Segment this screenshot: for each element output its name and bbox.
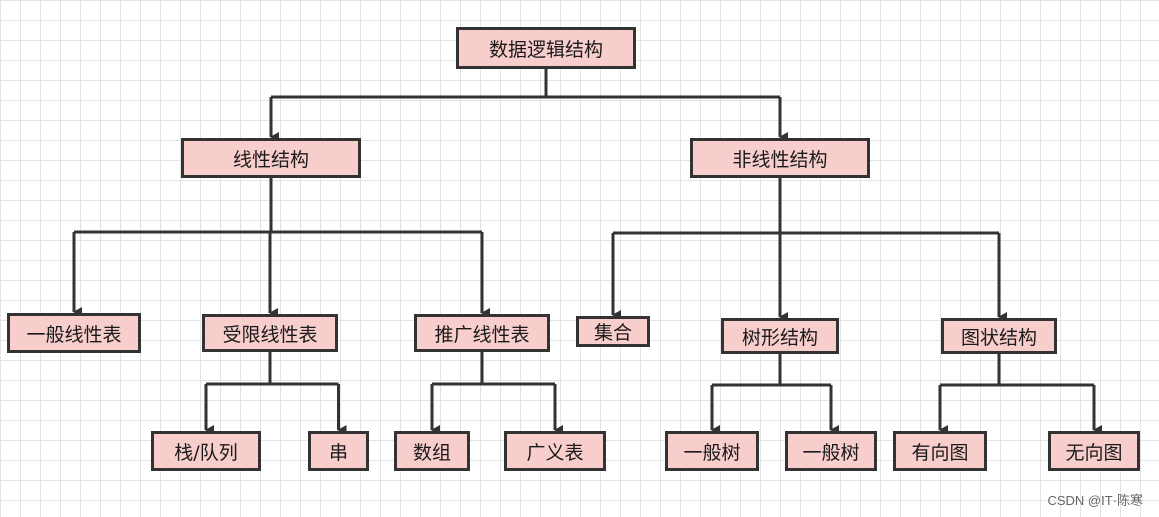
- node-generalized-list[interactable]: 广义表: [504, 431, 606, 471]
- node-string[interactable]: 串: [308, 431, 369, 471]
- node-nonlinear[interactable]: 非线性结构: [690, 138, 870, 178]
- node-undirected-graph[interactable]: 无向图: [1048, 431, 1140, 471]
- node-tree[interactable]: 树形结构: [721, 318, 839, 354]
- node-generalized-linear[interactable]: 推广线性表: [414, 314, 550, 352]
- node-general-tree-1[interactable]: 一般树: [665, 431, 759, 471]
- node-graph[interactable]: 图状结构: [941, 318, 1057, 354]
- node-general-linear[interactable]: 一般线性表: [7, 313, 141, 353]
- node-root[interactable]: 数据逻辑结构: [456, 27, 636, 69]
- node-restricted-linear[interactable]: 受限线性表: [202, 314, 338, 352]
- node-stack-queue[interactable]: 栈/队列: [151, 431, 261, 471]
- node-array[interactable]: 数组: [394, 431, 470, 471]
- node-set[interactable]: 集合: [576, 316, 650, 347]
- watermark: CSDN @IT·陈寒: [1047, 493, 1143, 508]
- node-directed-graph[interactable]: 有向图: [893, 431, 987, 471]
- node-general-tree-2[interactable]: 一般树: [785, 431, 877, 471]
- node-linear[interactable]: 线性结构: [181, 138, 361, 178]
